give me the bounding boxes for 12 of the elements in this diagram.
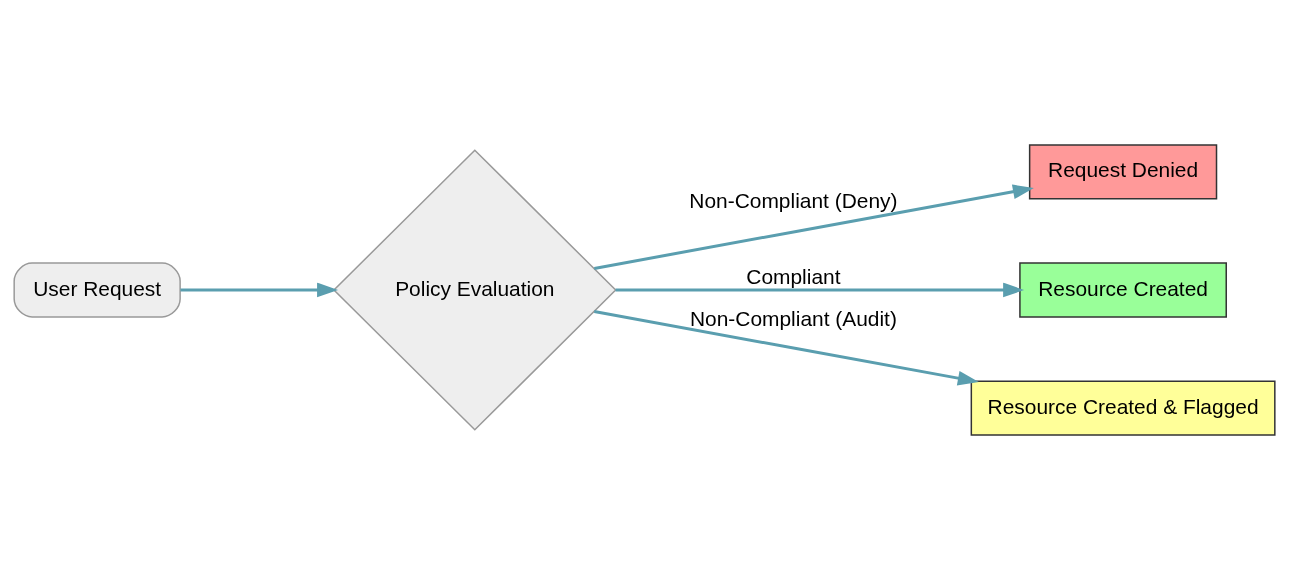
edge-label: Non-Compliant (Deny) [689, 189, 898, 213]
arrow [615, 282, 1025, 298]
node-diamond: Policy Evaluation [332, 149, 617, 431]
arrow [180, 282, 339, 298]
arrow [594, 310, 979, 386]
edge-label: Non-Compliant (Audit) [689, 307, 897, 331]
node-box: Request Denied [1028, 144, 1218, 200]
node-box: Resource Created & Flagged [970, 380, 1276, 436]
edge-label: Compliant [746, 265, 841, 289]
node-box: Resource Created [1019, 262, 1227, 318]
arrow [594, 184, 1034, 270]
node-box: User Request [13, 262, 181, 318]
